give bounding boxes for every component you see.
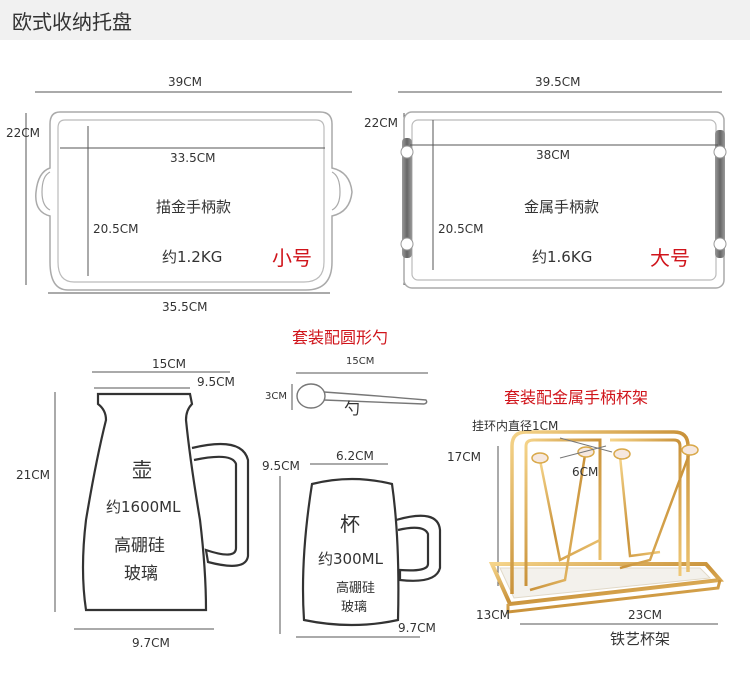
large-tray-weight: 约1.6KG: [532, 248, 593, 266]
page-title: 欧式收纳托盘: [12, 10, 132, 34]
pitcher-material-2: 玻璃: [124, 564, 158, 584]
pitcher-name: 壶: [132, 458, 152, 482]
cup-material-2: 玻璃: [341, 600, 368, 615]
rack-length: 23CM: [628, 608, 663, 622]
small-tray-inner-depth: 20.5CM: [93, 222, 139, 236]
header-bar: 欧式收纳托盘: [0, 0, 750, 40]
rack-hook-note: 挂环内直径1CM: [472, 419, 559, 433]
large-tray-inner-depth: 20.5CM: [438, 222, 484, 236]
rack-depth: 13CM: [476, 608, 511, 622]
spoon-length: 15CM: [346, 356, 375, 367]
spoon-name: 勺: [344, 399, 361, 418]
cup-name: 杯: [340, 512, 360, 536]
spoon-head-size: 3CM: [265, 391, 287, 402]
cup-rack-drawing: [488, 430, 725, 625]
pitcher-mouth: 9.5CM: [197, 375, 235, 389]
cup-height: 9.5CM: [262, 459, 300, 473]
large-tray-outer-width: 39.5CM: [535, 75, 581, 89]
large-tray-size-tag: 大号: [650, 246, 690, 270]
cup-volume: 约300ML: [318, 550, 383, 568]
spoon-caption: 套装配圆形勺: [292, 328, 389, 347]
cup-drawing: [279, 463, 442, 638]
large-tray-inner-width: 38CM: [536, 148, 571, 162]
rack-height: 17CM: [447, 450, 482, 464]
pitcher-drawing: [54, 371, 250, 630]
small-tray-outer-width: 39CM: [168, 75, 203, 89]
pitcher-base: 9.7CM: [132, 636, 170, 650]
small-tray-name: 描金手柄款: [156, 198, 232, 216]
small-tray-height: 22CM: [6, 126, 41, 140]
small-tray-weight: 约1.2KG: [162, 248, 223, 266]
small-tray-drawing: [25, 91, 353, 294]
cup-width: 9.7CM: [398, 621, 436, 635]
cup-mouth: 6.2CM: [336, 449, 374, 463]
large-tray-drawing: [398, 91, 727, 289]
cup-material-1: 高硼硅: [336, 581, 376, 596]
pitcher-height: 21CM: [16, 468, 51, 482]
small-tray-size-tag: 小号: [272, 246, 312, 270]
pitcher-lid-width: 15CM: [152, 357, 187, 371]
pitcher-material-1: 高硼硅: [114, 536, 165, 556]
small-tray-inner-width: 33.5CM: [170, 151, 216, 165]
rack-name: 铁艺杯架: [610, 630, 671, 648]
rack-caption: 套装配金属手柄杯架: [504, 388, 649, 407]
spoon-drawing: [291, 372, 428, 410]
pitcher-volume: 约1600ML: [106, 498, 181, 516]
rack-hook-spacing: 6CM: [572, 465, 599, 479]
large-tray-height: 22CM: [364, 116, 399, 130]
large-tray-name: 金属手柄款: [524, 198, 600, 216]
small-tray-base-width: 35.5CM: [162, 300, 208, 314]
